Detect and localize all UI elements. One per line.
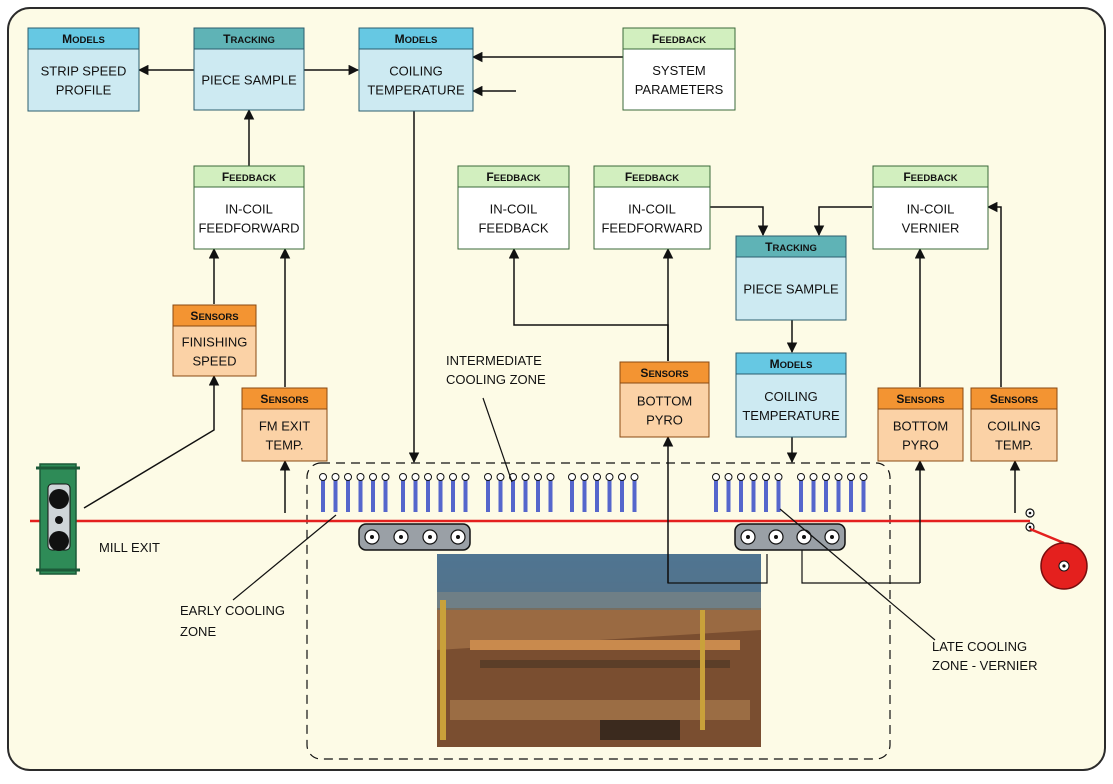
nozzle-group-4 — [568, 473, 639, 512]
roller-table-late — [734, 523, 846, 551]
intermediate-zone-label-line1: INTERMEDIATE — [446, 353, 542, 368]
cooling-nozzle-banks — [319, 473, 868, 512]
box-sensors-finishing-speed: SENSORS FINISHING SPEED — [172, 304, 257, 377]
nozzle-group-5 — [712, 473, 783, 512]
box-text-feedback-incoil-feedback-1: FEEDBACK — [478, 221, 548, 236]
box-text-feedback-incoil-feedforward-left-0: IN-COIL — [225, 202, 273, 217]
nozzle-group-2 — [399, 473, 470, 512]
box-text-feedback-incoil-feedforward-mid-1: FEEDFORWARD — [601, 221, 702, 236]
box-text-feedback-system-params-1: PARAMETERS — [635, 82, 724, 97]
box-models-coiling-temp-top: MODELS COILING TEMPERATURE — [358, 27, 474, 112]
box-feedback-incoil-feedback: FEEDBACK IN-COIL FEEDBACK — [457, 165, 570, 250]
box-text-feedback-incoil-vernier-1: VERNIER — [902, 221, 960, 236]
box-text-models-strip-speed-1: PROFILE — [56, 83, 112, 98]
box-models-strip-speed: MODELS STRIP SPEED PROFILE — [27, 27, 140, 112]
box-text-feedback-incoil-feedback-0: IN-COIL — [490, 202, 538, 217]
box-feedback-system-params: FEEDBACK SYSTEM PARAMETERS — [622, 27, 736, 111]
box-models-coiling-temp-mid: MODELS COILING TEMPERATURE — [735, 352, 847, 438]
box-text-sensors-coiling-temp-1: TEMP. — [995, 438, 1033, 453]
box-text-sensors-fm-exit-temp-1: TEMP. — [265, 438, 303, 453]
cooling-section-outline — [306, 462, 891, 760]
box-text-feedback-incoil-feedforward-left-1: FEEDFORWARD — [198, 221, 299, 236]
late-zone-label-line1: LATE COOLING — [932, 639, 1027, 654]
connectors — [83, 51, 1021, 641]
box-header-tracking-piece-sample-mid: TRACKING — [765, 240, 817, 254]
box-header-models-coiling-temp-top: MODELS — [395, 32, 438, 46]
cooling-section-photo — [437, 554, 761, 747]
box-header-sensors-bottom-pyro-right: SENSORS — [896, 392, 944, 406]
box-header-feedback-incoil-feedforward-mid: FEEDBACK — [625, 170, 679, 184]
box-header-feedback-incoil-feedback: FEEDBACK — [486, 170, 540, 184]
box-header-tracking-piece-sample-top: TRACKING — [223, 32, 275, 46]
box-tracking-piece-sample-mid: TRACKING PIECE SAMPLE — [735, 235, 847, 321]
box-header-feedback-incoil-feedforward-left: FEEDBACK — [222, 170, 276, 184]
box-header-feedback-system-params: FEEDBACK — [652, 32, 706, 46]
box-text-sensors-coiling-temp-0: COILING — [987, 419, 1040, 434]
box-header-sensors-finishing-speed: SENSORS — [190, 309, 238, 323]
box-text-feedback-incoil-feedforward-mid-0: IN-COIL — [628, 202, 676, 217]
mill-exit-label: MILL EXIT — [99, 540, 160, 555]
nozzle-group-1 — [319, 473, 390, 512]
box-header-models-strip-speed: MODELS — [62, 32, 105, 46]
box-text-tracking-piece-sample-mid-0: PIECE SAMPLE — [743, 282, 839, 297]
box-text-sensors-bottom-pyro-right-0: BOTTOM — [893, 419, 948, 434]
box-text-feedback-incoil-vernier-0: IN-COIL — [907, 202, 955, 217]
box-text-tracking-piece-sample-top-0: PIECE SAMPLE — [201, 73, 297, 88]
coiler-icon — [1025, 508, 1088, 590]
box-sensors-bottom-pyro-right: SENSORS BOTTOM PYRO — [877, 387, 964, 462]
early-zone-label-line2: ZONE — [180, 624, 216, 639]
box-text-models-coiling-temp-mid-0: COILING — [764, 389, 817, 404]
box-header-sensors-coiling-temp: SENSORS — [990, 392, 1038, 406]
box-tracking-piece-sample-top: TRACKING PIECE SAMPLE — [193, 27, 305, 111]
box-text-feedback-system-params-0: SYSTEM — [652, 63, 705, 78]
box-text-sensors-bottom-pyro-left-0: BOTTOM — [637, 394, 692, 409]
box-text-sensors-finishing-speed-1: SPEED — [192, 354, 236, 369]
box-text-models-coiling-temp-top-1: TEMPERATURE — [367, 83, 465, 98]
box-feedback-incoil-feedforward-mid: FEEDBACK IN-COIL FEEDFORWARD — [593, 165, 711, 250]
box-header-sensors-bottom-pyro-left: SENSORS — [640, 366, 688, 380]
box-header-sensors-fm-exit-temp: SENSORS — [260, 392, 308, 406]
box-feedback-incoil-feedforward-left: FEEDBACK IN-COIL FEEDFORWARD — [193, 165, 305, 250]
box-sensors-coiling-temp: SENSORS COILING TEMP. — [970, 387, 1058, 462]
zone-labels: INTERMEDIATE COOLING ZONE EARLY COOLING … — [99, 353, 1037, 673]
roller-table-early — [358, 523, 471, 551]
box-text-sensors-finishing-speed-0: FINISHING — [182, 335, 248, 350]
box-header-models-coiling-temp-mid: MODELS — [770, 357, 813, 371]
mill-stand-icon — [36, 463, 80, 575]
box-text-sensors-fm-exit-temp-0: FM EXIT — [259, 419, 310, 434]
box-text-models-coiling-temp-mid-1: TEMPERATURE — [742, 408, 840, 423]
nozzle-group-6 — [797, 473, 868, 512]
box-sensors-bottom-pyro-left: SENSORS BOTTOM PYRO — [619, 361, 710, 438]
late-zone-label-line2: ZONE - VERNIER — [932, 658, 1037, 673]
box-text-sensors-bottom-pyro-right-1: PYRO — [902, 438, 939, 453]
box-sensors-fm-exit-temp: SENSORS FM EXIT TEMP. — [241, 387, 328, 462]
box-header-feedback-incoil-vernier: FEEDBACK — [903, 170, 957, 184]
box-text-models-strip-speed-0: STRIP SPEED — [41, 64, 127, 79]
nozzle-group-3 — [484, 473, 555, 512]
box-text-models-coiling-temp-top-0: COILING — [389, 64, 442, 79]
early-zone-label-line1: EARLY COOLING — [180, 603, 285, 618]
intermediate-zone-label-line2: COOLING ZONE — [446, 372, 546, 387]
box-text-sensors-bottom-pyro-left-1: PYRO — [646, 413, 683, 428]
box-feedback-incoil-vernier: FEEDBACK IN-COIL VERNIER — [872, 165, 989, 250]
